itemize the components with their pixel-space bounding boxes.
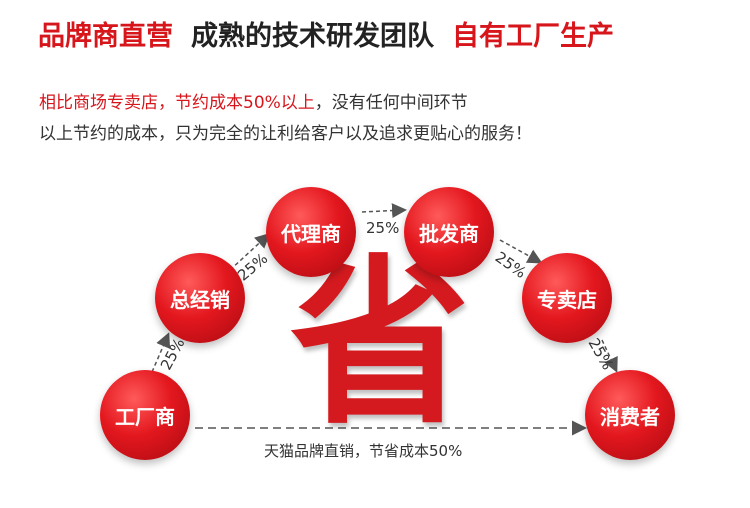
arrow-wholesaler-store (499, 239, 543, 264)
arrow-distributor-agent (229, 232, 271, 271)
node-agent: 代理商 (266, 187, 356, 277)
node-store: 专卖店 (522, 253, 612, 343)
header-factory: 自有工厂生产 (452, 21, 614, 52)
footer-caption: 天猫品牌直销，节省成本50% (264, 442, 463, 460)
node-consumer: 消费者 (585, 370, 675, 460)
node-factory: 工厂商 (100, 370, 190, 460)
intro-highlight: 相比商场专卖店，节约成本50%以上 (39, 93, 315, 113)
percent-label-3: 25% (366, 219, 400, 237)
arrow-store-consumer (601, 339, 618, 373)
header-title: 品牌商直营成熟的技术研发团队自有工厂生产 (38, 14, 632, 53)
arrow-agent-wholesaler (361, 203, 407, 219)
node-wholesaler: 批发商 (404, 187, 494, 277)
intro-line-1: 相比商场专卖店，节约成本50%以上，没有任何中间环节 (39, 88, 468, 113)
intro-rest: ，没有任何中间环节 (314, 93, 468, 113)
intro-line-2: 以上节约的成本，只为完全的让利给客户以及追求更贴心的服务！ (39, 124, 532, 144)
header-brand-direct: 品牌商直营 (38, 21, 173, 52)
header-team: 成熟的技术研发团队 (191, 21, 434, 52)
save-character: 省 (290, 240, 471, 449)
node-distributor: 总经销 (155, 253, 245, 343)
